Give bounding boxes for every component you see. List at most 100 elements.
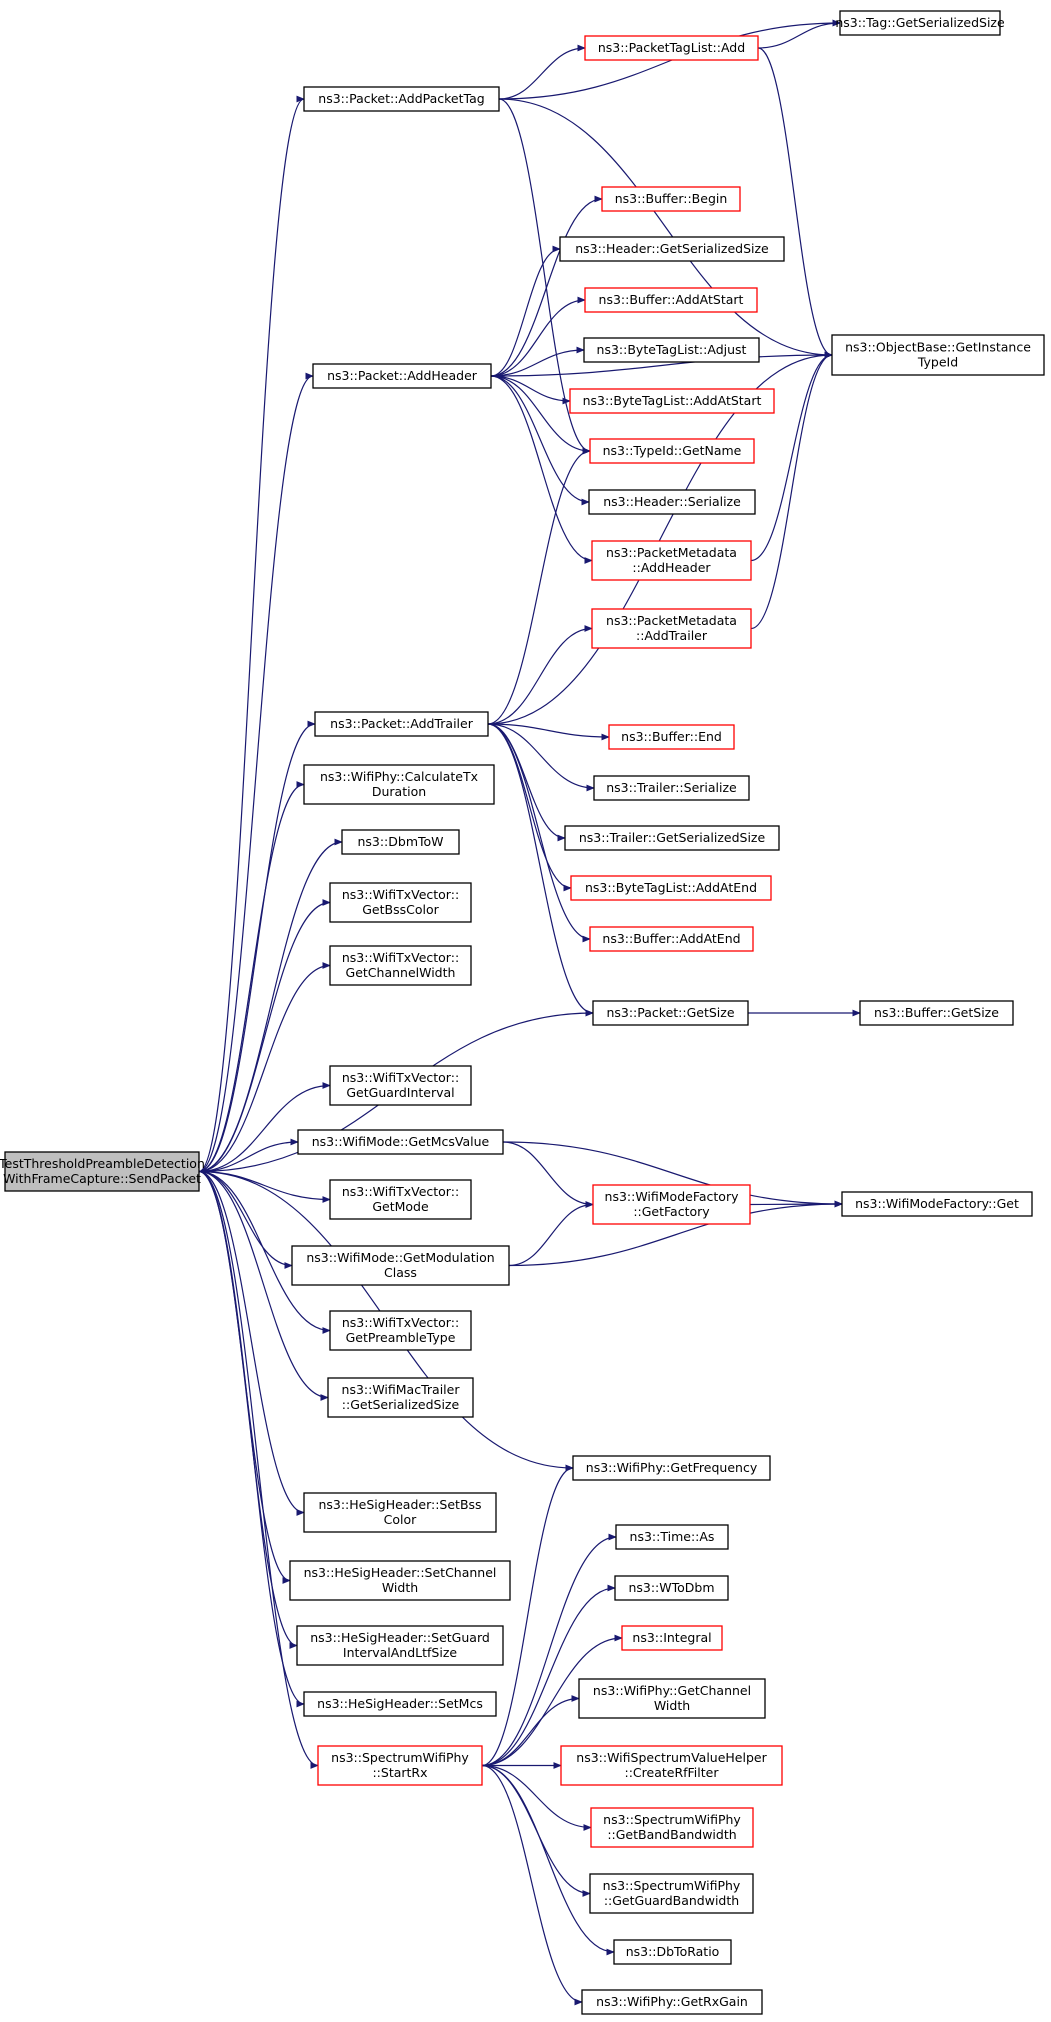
node-pktmeta-addheader[interactable]: ns3::PacketMetadata::AddHeader [591,540,752,581]
node-dbmtow[interactable]: ns3::DbmToW [341,829,460,855]
node-hesig-setmcs[interactable]: ns3::HeSigHeader::SetMcs [303,1691,497,1717]
node-label-line: ns3::WifiTxVector:: [342,1184,459,1199]
edge-spectrumphy_startrx-to-wifiphy_getchannelwidth [481,1695,580,1767]
node-bytetaglist-addatstart[interactable]: ns3::ByteTagList::AddAtStart [569,388,775,414]
node-buffer-getsize[interactable]: ns3::Buffer::GetSize [859,1000,1014,1026]
node-dbtoratio[interactable]: ns3::DbToRatio [613,1939,732,1965]
node-box [303,86,500,112]
node-spectrumphy-getguardbandwidth[interactable]: ns3::SpectrumWifiPhy::GetGuardBandwidth [589,1873,754,1914]
node-time-as[interactable]: ns3::Time::As [615,1524,729,1550]
node-label-line: ns3::HeSigHeader::SetMcs [317,1696,483,1711]
node-bytetaglist-adjust[interactable]: ns3::ByteTagList::Adjust [583,337,760,363]
node-root[interactable]: TestThresholdPreambleDetectionWithFrameC… [0,1151,205,1192]
node-label-line: ::AddHeader [632,560,711,575]
node-buffer-begin[interactable]: ns3::Buffer::Begin [601,186,741,212]
node-label-line: ns3::Header::GetSerializedSize [575,241,769,256]
edge-spectrumphy_startrx-to-wtodbm [481,1584,616,1767]
node-txvec-getpreambletype[interactable]: ns3::WifiTxVector::GetPreambleType [329,1310,472,1351]
node-label-line: ns3::WifiTxVector:: [342,1070,459,1085]
node-box [601,186,741,212]
node-label-line: ns3::WifiTxVector:: [342,887,459,902]
node-pkt-getsize[interactable]: ns3::Packet::GetSize [592,1000,749,1026]
edge-pkt_addtrailer-to-buffer_addatend [487,723,591,943]
edge-root-to-hesig_setmcs [198,1170,305,1708]
node-label-line: ns3::Time::As [630,1529,715,1544]
node-typeid-getname[interactable]: ns3::TypeId::GetName [589,438,755,464]
node-spectrumphy-startrx[interactable]: ns3::SpectrumWifiPhy::StartRx [317,1745,483,1786]
node-label-line: ns3::Packet::AddTrailer [330,716,474,731]
node-buffer-end[interactable]: ns3::Buffer::End [608,724,735,750]
node-label-line: GetGuardInterval [346,1085,454,1100]
node-pkt-addtrailer[interactable]: ns3::Packet::AddTrailer [314,711,489,737]
edge-pkt_addtrailer-to-typeid_getname [487,447,591,725]
node-txvec-getbsscolor[interactable]: ns3::WifiTxVector::GetBssColor [329,882,472,923]
node-tag-getserializedsize[interactable]: ns3::Tag::GetSerializedSize [835,10,1005,36]
node-label-line: ns3::Buffer::GetSize [874,1005,999,1020]
node-trailer-serialize[interactable]: ns3::Trailer::Serialize [593,775,750,801]
node-label-line: GetMode [372,1199,429,1214]
node-txvec-getguardinterval[interactable]: ns3::WifiTxVector::GetGuardInterval [329,1065,472,1106]
edge-pkt_addtrailer-to-objectbase_getinstancetypeid [487,351,833,725]
node-label-line: ns3::SpectrumWifiPhy [603,1812,741,1827]
edge-wifimode_getmodulationclass-to-wifimodefactory_get [508,1200,843,1267]
edge-pkt_addpackettag-to-tag_getserializedsize [498,19,841,100]
node-box [589,926,754,952]
node-box [570,875,772,901]
node-integral[interactable]: ns3::Integral [621,1625,723,1651]
node-buffer-addatend[interactable]: ns3::Buffer::AddAtEnd [589,926,754,952]
edge-spectrumphy_startrx-to-wifiphy_getrxgain [481,1764,583,2006]
node-spectrumvaluehelper-createrffilter[interactable]: ns3::WifiSpectrumValueHelper::CreateRfFi… [560,1745,783,1786]
node-label-line: ns3::WifiPhy::GetChannel [593,1683,751,1698]
edge-spectrumphy_startrx-to-time_as [481,1533,617,1767]
node-label-line: TestThresholdPreambleDetection [0,1156,205,1171]
node-wifimodefactory-get[interactable]: ns3::WifiModeFactory::Get [841,1191,1033,1217]
node-box [559,236,785,262]
edge-pktmeta_addtrailer-to-objectbase_getinstancetypeid [750,351,833,630]
node-spectrumphy-getbandbandwidth[interactable]: ns3::SpectrumWifiPhy::GetBandBandwidth [590,1807,754,1848]
node-packettaglist-add[interactable]: ns3::PacketTagList::Add [584,35,759,61]
node-wifimodefactory-getfactory[interactable]: ns3::WifiModeFactory::GetFactory [592,1184,751,1225]
node-bytetaglist-addatend[interactable]: ns3::ByteTagList::AddAtEnd [570,875,772,901]
node-label-line: ns3::WifiPhy::GetFrequency [586,1460,758,1475]
node-wifimactrailer-getserializedsize[interactable]: ns3::WifiMacTrailer::GetSerializedSize [327,1377,474,1418]
node-hesig-setguardinterval[interactable]: ns3::HeSigHeader::SetGuardIntervalAndLtf… [296,1625,504,1666]
node-label-line: ns3::WifiModeFactory::Get [855,1196,1019,1211]
node-txvec-getmode[interactable]: ns3::WifiTxVector::GetMode [329,1179,472,1220]
node-label-line: ::CreateRfFilter [624,1765,719,1780]
node-label-line: ns3::Packet::GetSize [606,1005,734,1020]
node-wifimode-getmcsvalue[interactable]: ns3::WifiMode::GetMcsValue [297,1129,504,1155]
edge-pkt_addtrailer-to-pkt_getsize [487,723,594,1017]
edge-pktmeta_addheader-to-objectbase_getinstancetypeid [750,351,833,562]
edge-root-to-pkt_addpackettag [198,95,305,1173]
node-box [296,1625,504,1666]
edge-pkt_addheader-to-header_getserializedsize [490,245,561,377]
node-wifiphy-getrxgain[interactable]: ns3::WifiPhy::GetRxGain [581,1989,763,2015]
node-wifiphy-getfrequency[interactable]: ns3::WifiPhy::GetFrequency [572,1455,771,1481]
node-txvec-getchannelwidth[interactable]: ns3::WifiTxVector::GetChannelWidth [329,945,472,986]
node-buffer-addatstart[interactable]: ns3::Buffer::AddAtStart [584,287,758,313]
node-label-line: Width [654,1698,690,1713]
node-box [329,882,472,923]
node-box [303,1691,497,1717]
node-pkt-addpackettag[interactable]: ns3::Packet::AddPacketTag [303,86,500,112]
edge-pkt_addheader-to-header_serialize [490,375,590,506]
node-wifiphy-getchannelwidth[interactable]: ns3::WifiPhy::GetChannelWidth [578,1678,766,1719]
edge-pkt_addtrailer-to-pktmeta_addtrailer [487,625,593,725]
node-box [327,1377,474,1418]
node-header-serialize[interactable]: ns3::Header::Serialize [588,489,756,515]
node-label-line: ns3::Header::Serialize [603,494,741,509]
node-pkt-addheader[interactable]: ns3::Packet::AddHeader [312,363,492,389]
node-box [560,1745,783,1786]
node-trailer-getserializedsize[interactable]: ns3::Trailer::GetSerializedSize [564,825,780,851]
node-label-line: ::GetBandBandwidth [607,1827,736,1842]
node-wtodbm[interactable]: ns3::WToDbm [614,1575,729,1601]
edge-pkt_addheader-to-buffer_begin [490,195,603,377]
node-label-line: ::GetGuardBandwidth [604,1893,739,1908]
node-header-getserializedsize[interactable]: ns3::Header::GetSerializedSize [559,236,785,262]
node-pktmeta-addtrailer[interactable]: ns3::PacketMetadata::AddTrailer [591,608,752,649]
